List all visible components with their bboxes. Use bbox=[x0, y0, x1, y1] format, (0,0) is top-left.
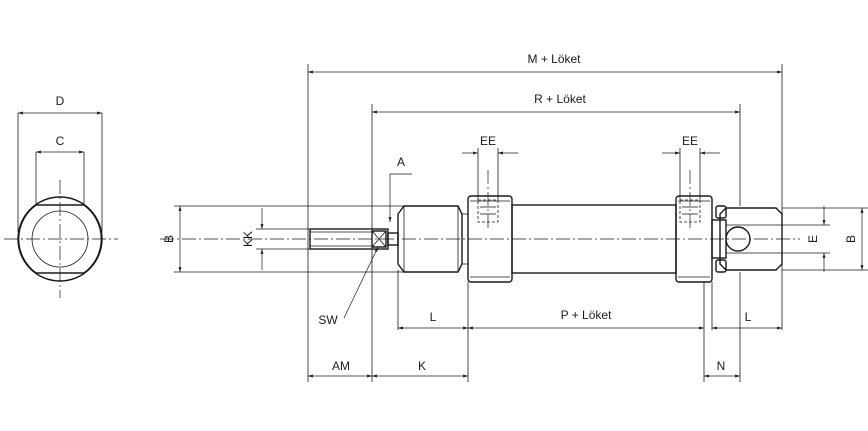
dimension-kk-label: KK bbox=[241, 231, 255, 247]
rear-clevis bbox=[719, 207, 783, 271]
dimension-p-label: P + Löket bbox=[561, 308, 612, 322]
dimension-r-label: R + Löket bbox=[534, 92, 586, 106]
clevis-pin-hole bbox=[725, 226, 751, 252]
dimension-b-left-label: B bbox=[162, 235, 176, 243]
end-view: D C bbox=[4, 94, 118, 298]
dimension-b-right-label: B bbox=[844, 235, 858, 243]
dimension-sw-leader bbox=[343, 246, 379, 319]
side-dimensions: M + Löket R + Löket EE EE A B KK bbox=[162, 52, 868, 382]
dimension-ee-right-label: EE bbox=[682, 134, 698, 148]
dimension-d-label: D bbox=[56, 94, 65, 108]
dimension-l-left-label: L bbox=[430, 310, 437, 324]
dimension-am-label: AM bbox=[332, 359, 350, 373]
dimension-l-right-label: L bbox=[745, 310, 752, 324]
side-view bbox=[160, 170, 800, 283]
dimension-ee-left-label: EE bbox=[480, 134, 496, 148]
dimension-a-leader bbox=[388, 173, 412, 222]
dimension-k-label: K bbox=[418, 359, 426, 373]
dimension-sw-label: SW bbox=[318, 313, 338, 327]
dimension-a-label: A bbox=[397, 155, 405, 169]
dimension-c-label: C bbox=[56, 134, 65, 148]
dimension-n-label: N bbox=[717, 359, 726, 373]
dimension-m-label: M + Löket bbox=[527, 52, 581, 66]
dimension-e-label: E bbox=[806, 235, 820, 243]
